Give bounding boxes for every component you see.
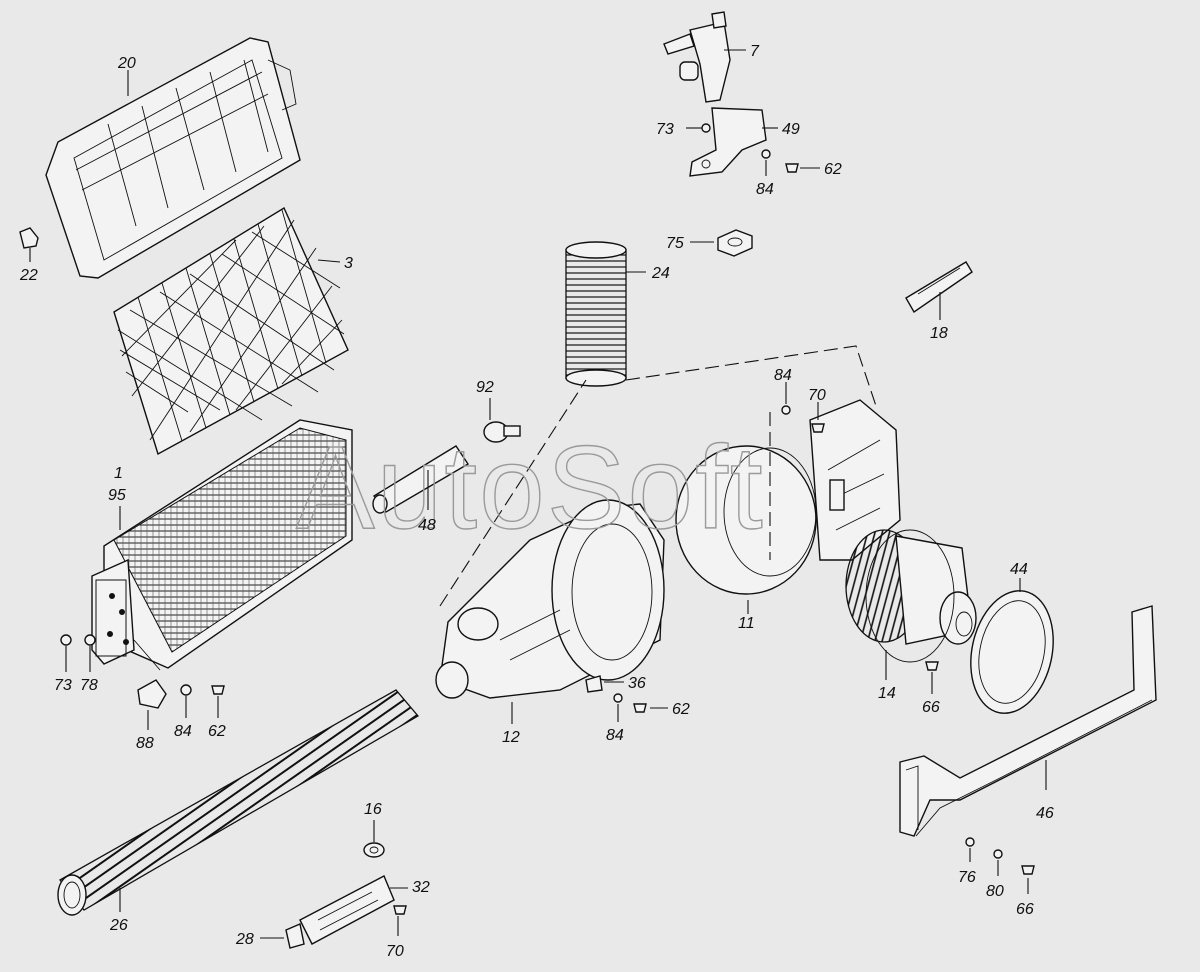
nut-part-75: [717, 229, 753, 257]
ring-hose-part-24: [565, 241, 627, 387]
callout-1: 1: [114, 465, 123, 482]
callout-12: 12: [502, 729, 520, 746]
corrugated-hose-part-26: [57, 689, 419, 916]
screw-part-66: [925, 661, 939, 671]
nut-part-84: [761, 149, 771, 159]
callout-76: 76: [958, 869, 976, 886]
nut-part-76: [965, 837, 975, 847]
callout-88: 88: [136, 735, 154, 752]
callout-73: 73: [54, 677, 72, 694]
clip-part-36: [585, 675, 603, 693]
housing-part-12: [435, 499, 665, 699]
nut-part-84: [781, 405, 791, 415]
nut-part-73: [60, 634, 72, 646]
heater-core-part-1: [91, 419, 353, 671]
bracket-part-88: [137, 679, 167, 709]
callout-62: 62: [208, 723, 226, 740]
callout-18: 18: [930, 325, 948, 342]
bracket-part-49: [689, 107, 767, 177]
gasket-part-44: [970, 590, 1054, 714]
washer-part-78: [84, 634, 96, 646]
assembly-lines: [439, 345, 877, 607]
grommet-part-16: [363, 842, 385, 858]
nut-part-80: [993, 849, 1003, 859]
clamp-part-92: [483, 421, 521, 443]
callout-32: 32: [412, 879, 430, 896]
callout-62: 62: [672, 701, 690, 718]
callout-labels: 20 22 3 7 73 49 84 62 75 24 18 92 84 70 …: [19, 43, 1054, 960]
callout-84: 84: [606, 727, 624, 744]
callout-78: 78: [80, 677, 98, 694]
filter-frame-part-20: [45, 37, 301, 279]
callout-49: 49: [782, 121, 800, 138]
valve-part-7: [663, 11, 731, 103]
callout-66: 66: [922, 699, 940, 716]
callout-84: 84: [756, 181, 774, 198]
clip-part-28: [285, 923, 305, 949]
callout-70: 70: [386, 943, 404, 960]
filter-mesh-part-3: [113, 206, 349, 456]
callout-3: 3: [344, 255, 353, 272]
screw-part-70: [393, 905, 407, 915]
callout-14: 14: [878, 685, 896, 702]
callout-75: 75: [666, 235, 684, 252]
pipe-part-48: [372, 445, 469, 514]
callout-11: 11: [738, 615, 755, 632]
screw-part-62: [785, 163, 799, 173]
callout-16: 16: [364, 801, 382, 818]
leader-lines: [29, 49, 1047, 939]
callout-7: 7: [750, 43, 760, 60]
callout-66: 66: [1016, 901, 1034, 918]
seal-strip-part-18: [905, 261, 973, 314]
callout-73: 73: [656, 121, 674, 138]
callout-28: 28: [235, 931, 254, 948]
callout-48: 48: [418, 517, 436, 534]
callout-92: 92: [476, 379, 494, 396]
plate-part-32: [299, 875, 395, 945]
fan-housing-part-11: [675, 399, 901, 595]
nut-part-73: [701, 123, 711, 133]
callout-70: 70: [808, 387, 826, 404]
callout-36: 36: [628, 675, 646, 692]
callout-62: 62: [824, 161, 842, 178]
callout-84: 84: [774, 367, 792, 384]
callout-24: 24: [651, 265, 670, 282]
callout-20: 20: [117, 55, 136, 72]
callout-80: 80: [986, 883, 1004, 900]
callout-95: 95: [108, 487, 126, 504]
screw-part-62: [633, 703, 647, 713]
callout-46: 46: [1036, 805, 1054, 822]
watermark: AutoSoft: [296, 422, 765, 554]
callout-26: 26: [109, 917, 128, 934]
clip-part-22: [19, 227, 39, 249]
screw-part-66: [1021, 865, 1035, 875]
callout-22: 22: [19, 267, 38, 284]
screw-part-70: [811, 423, 825, 433]
duct-cover-part-46: [899, 605, 1157, 837]
nut-part-84: [180, 684, 192, 696]
screw-part-62: [211, 685, 225, 695]
callout-44: 44: [1010, 561, 1028, 578]
callout-84: 84: [174, 723, 192, 740]
fan-motor-part-14: [845, 529, 977, 663]
nut-part-84: [613, 693, 623, 703]
